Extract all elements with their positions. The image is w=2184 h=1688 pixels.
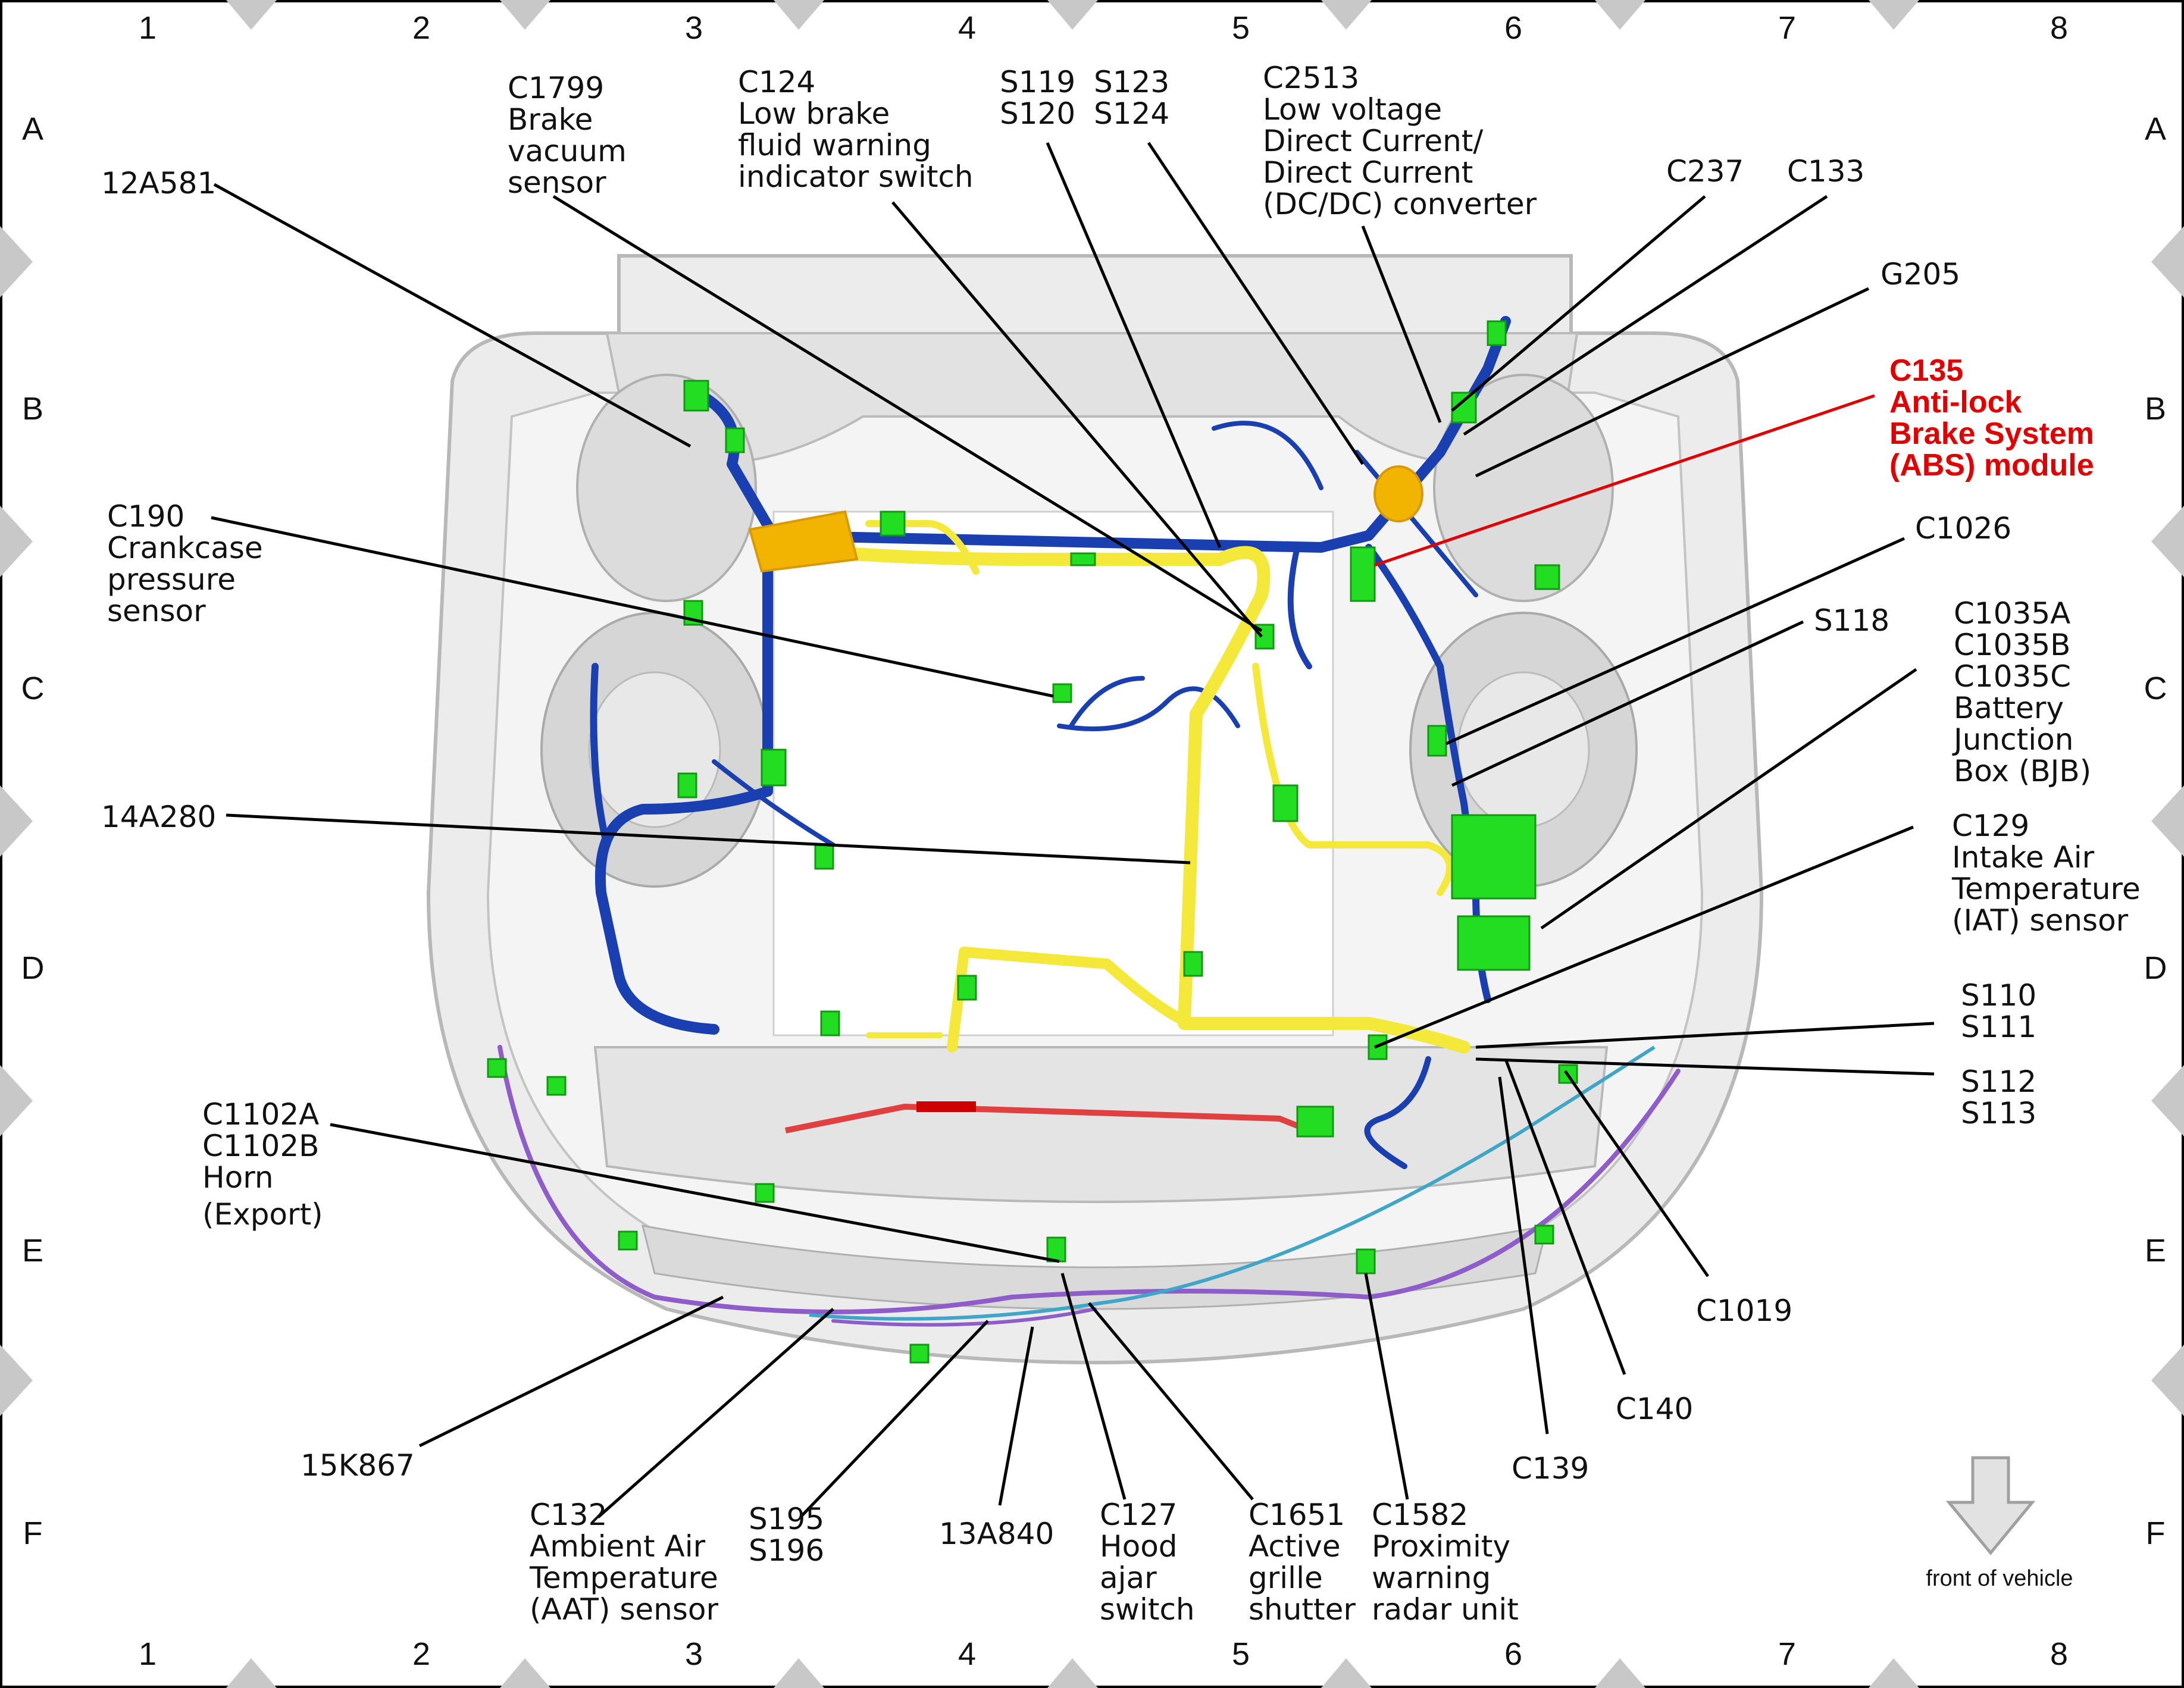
connector-c1582 [1356,1248,1376,1274]
connector-c237 [1451,392,1477,424]
label-c1582-radar: C1582 Proximity warning radar unit [1372,1498,1520,1627]
grid-col-3: 3 [685,10,703,46]
grid-col-4: 4 [958,1636,976,1672]
label-c190: C190 Crankcase pressure sensor [107,499,273,628]
connector-c1026 [1427,725,1447,757]
connector-c135 [1350,546,1376,602]
label-g205: G205 [1881,257,1960,292]
label-14a280: 14A280 [101,800,216,834]
callout-labels: 12A581 C1799 Brake vacuum sensor C124 Lo… [101,61,2150,1627]
label-12a581: 12A581 [101,166,216,201]
grid-row-d: D [2144,950,2167,986]
label-c133: C133 [1787,154,1864,189]
connector-c190 [1052,683,1072,703]
front-of-vehicle-label: front of vehicle [1926,1566,2073,1591]
label-s118: S118 [1814,603,1889,638]
label-c1651-grille-shutter: C1651 Active grille shutter [1249,1498,1356,1627]
grid-row-a: A [22,111,43,147]
grid-col-1: 1 [139,1636,157,1672]
grid-row-f: F [23,1515,43,1551]
grid-row-b: B [22,391,43,427]
grid-col-2: 2 [412,10,430,46]
grid-col-6: 6 [1504,1636,1522,1672]
label-c1019: C1019 [1696,1294,1792,1328]
label-c140: C140 [1616,1392,1693,1426]
connector-12a581 [683,380,709,412]
grid-rows-right: A B C D E F [2144,111,2167,1551]
grid-columns-bottom: 1 2 3 4 5 6 7 8 [139,1636,2068,1672]
label-c1035-bjb: C1035A C1035B C1035C Battery Junction Bo… [1952,596,2091,788]
label-c135-abs-module: C135 Anti-lock Brake System (ABS) module [1889,353,2102,483]
grid-columns-top: 1 2 3 4 5 6 7 8 [139,10,2068,46]
vehicle-illustration [426,254,1764,1364]
label-c132: C132 Ambient Air Temperature (AAT) senso… [529,1498,728,1627]
grid-row-a: A [2145,111,2166,147]
label-s112-s113: S112 S113 [1961,1064,2046,1130]
grid-col-2: 2 [412,1636,430,1672]
grid-col-8: 8 [2050,10,2068,46]
label-c127-hood-ajar: C127 Hood ajar switch [1100,1498,1195,1627]
grid-col-7: 7 [1778,10,1796,46]
grid-col-8: 8 [2050,1636,2068,1672]
grid-col-7: 7 [1778,1636,1796,1672]
label-c1102-horn: C1102A C1102B Horn (Export) [202,1097,328,1232]
label-s119-s120: S119 S120 [1000,65,1085,131]
connector-c124 [1254,624,1275,650]
connectors [487,320,1578,1364]
grid-row-b: B [2145,391,2166,427]
grid-col-3: 3 [685,1636,703,1672]
grid-row-c: C [21,671,45,706]
connector-c127 [1046,1236,1066,1263]
label-c124: C124 Low brake fluid warning indicator s… [738,65,974,194]
front-of-vehicle-indicator: front of vehicle [1926,1456,2073,1591]
label-c1026: C1026 [1915,511,2011,546]
label-c1799: C1799 Brake vacuum sensor [508,71,636,200]
grid-col-4: 4 [958,10,976,46]
grid-row-c: C [2144,671,2167,706]
label-s110-s111: S110 S111 [1961,978,2046,1044]
grid-row-f: F [2146,1515,2166,1551]
grid-col-5: 5 [1232,10,1250,46]
leader-lines [211,142,1935,1518]
grid-col-5: 5 [1232,1636,1250,1672]
grid-row-d: D [21,950,45,986]
grid-col-1: 1 [139,10,157,46]
label-s195-s196: S195 S196 [749,1502,834,1568]
label-15k867: 15K867 [301,1448,415,1483]
label-c139: C139 [1512,1451,1589,1486]
label-c2513: C2513 Low voltage Direct Current/ Direct… [1263,61,1537,221]
grid-col-6: 6 [1504,10,1522,46]
down-arrow-icon [1945,1456,2036,1555]
label-13a840: 13A840 [939,1517,1054,1551]
label-c129: C129 Intake Air Temperature (IAT) sensor [1951,809,2150,938]
label-s123-s124: S123 S124 [1094,65,1179,131]
grid-row-e: E [22,1233,43,1269]
grid-row-e: E [2145,1233,2166,1269]
battery-junction-box [1451,814,1537,900]
label-c237: C237 [1666,154,1744,189]
grid-rows-left: A B C D E F [21,111,45,1551]
